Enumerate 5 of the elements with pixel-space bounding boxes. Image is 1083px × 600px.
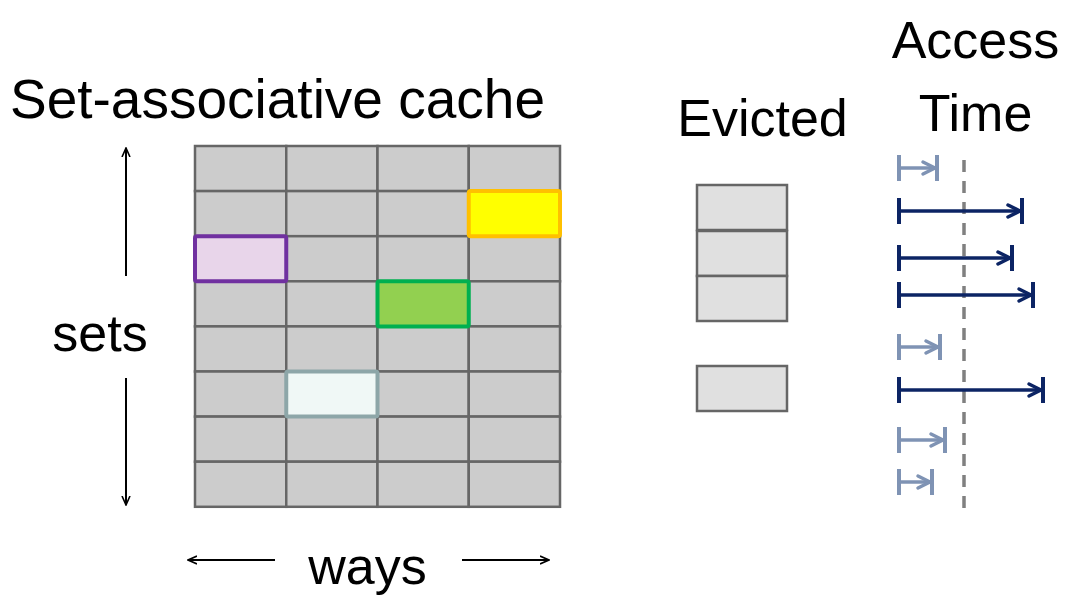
- column-heading: Evicted: [676, 88, 849, 149]
- axis-label: sets: [51, 303, 149, 364]
- axis-label: ways: [307, 536, 428, 597]
- column-heading: Access Time: [890, 10, 1061, 144]
- diagram-title: Set-associative cache: [10, 72, 545, 127]
